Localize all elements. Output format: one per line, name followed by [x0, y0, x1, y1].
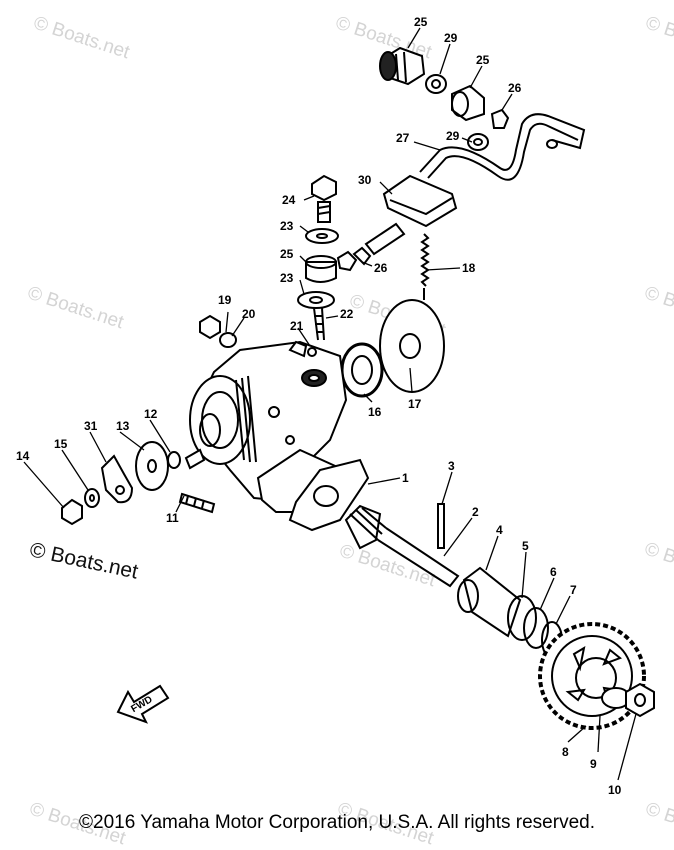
collar-4	[457, 566, 522, 638]
nut-26-mid	[336, 246, 372, 272]
washer-29-top	[425, 74, 447, 94]
callout-24: 24	[282, 193, 296, 207]
callout-1: 1	[402, 471, 409, 485]
callout-8: 8	[562, 745, 569, 759]
callout-14: 14	[16, 449, 30, 463]
callout-9: 9	[590, 757, 597, 771]
callout-20: 20	[242, 307, 256, 321]
pin-21	[307, 347, 317, 357]
callout-16: 16	[368, 405, 382, 419]
pin-3	[437, 503, 445, 549]
callout-11: 11	[166, 511, 179, 525]
callout-23-b: 23	[280, 271, 294, 285]
callout-31: 31	[84, 419, 98, 433]
callout-13: 13	[116, 419, 130, 433]
bolt-19	[199, 314, 221, 340]
bolt-22	[313, 307, 325, 341]
callout-10: 10	[608, 783, 622, 797]
damper-25-mid	[305, 255, 337, 283]
washer-29-mid	[467, 133, 489, 151]
callout-19: 19	[218, 293, 232, 307]
spring-18	[420, 233, 430, 300]
callout-27: 27	[396, 131, 410, 145]
callout-29-b: 29	[446, 129, 460, 143]
callout-12: 12	[144, 407, 158, 421]
callout-2: 2	[472, 505, 479, 519]
fwd-arrow-icon	[116, 684, 170, 724]
nut-14	[61, 498, 83, 526]
gear-8	[538, 622, 646, 730]
callout-15: 15	[54, 437, 68, 451]
copyright-notice: ©2016 Yamaha Motor Corporation, U.S.A. A…	[79, 812, 595, 833]
leader-lines	[23, 27, 637, 781]
callout-28: 25	[414, 15, 428, 29]
callout-7: 7	[570, 583, 577, 597]
lever-31	[100, 454, 134, 504]
oil-seal-16	[340, 342, 384, 398]
washer-12	[167, 451, 181, 469]
callout-4: 4	[496, 523, 503, 537]
callout-30: 30	[358, 173, 372, 187]
grommet-28	[379, 46, 426, 86]
washer-23-top	[305, 228, 339, 244]
callout-25: 25	[476, 53, 490, 67]
guide-30	[382, 174, 458, 228]
nut-26-top	[490, 108, 510, 129]
washer-20	[219, 332, 237, 348]
stud-11	[178, 492, 216, 514]
callout-18: 18	[462, 261, 476, 275]
gasket-1	[288, 458, 370, 532]
callout-17: 17	[408, 397, 422, 411]
callout-25-b: 25	[280, 247, 294, 261]
washer-15	[84, 488, 100, 508]
callout-5: 5	[522, 539, 529, 553]
washer-6	[523, 607, 549, 649]
damper-25-top	[451, 84, 485, 122]
pulley-13	[135, 441, 169, 491]
nut-10	[625, 682, 655, 718]
callout-3: 3	[448, 459, 455, 473]
callout-22: 22	[340, 307, 354, 321]
oil-pipe-27	[364, 113, 586, 256]
worm-shaft-2	[344, 504, 460, 588]
shaft-pulley	[184, 448, 206, 470]
callout-numbers: 25 29 25 26 27 29 30 24 23 25 26 23 18 2…	[16, 15, 622, 797]
bolt-24	[311, 174, 337, 223]
washer-23-bottom	[297, 291, 335, 309]
callout-6: 6	[550, 565, 557, 579]
callout-21: 21	[290, 319, 304, 333]
callout-26-b: 26	[374, 261, 388, 275]
callout-26: 26	[508, 81, 522, 95]
callout-23: 23	[280, 219, 294, 233]
callout-29: 29	[444, 31, 458, 45]
plate-17	[379, 299, 445, 393]
